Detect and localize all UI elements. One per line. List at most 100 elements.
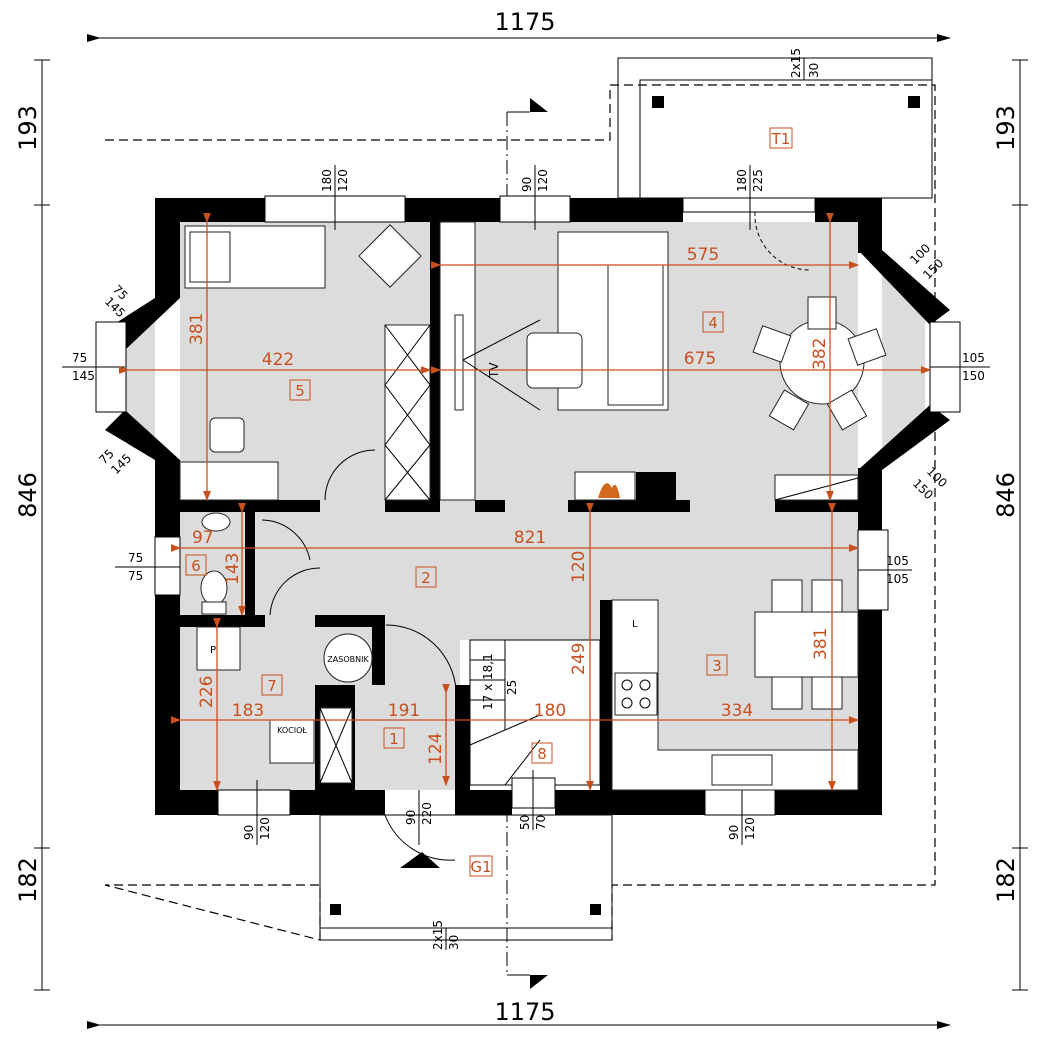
room-label-8: 8 — [537, 745, 547, 763]
room1-depth: 124 — [426, 733, 446, 765]
entrance-g1: 2x15 30 G1 — [319, 814, 613, 950]
chair — [771, 676, 803, 710]
entrance-door-width: 90 — [404, 810, 418, 825]
overall-dimensions: 1175 1175 193 846 182 193 846 182 — [14, 8, 1028, 1029]
opening-9-height: 70 — [534, 815, 548, 830]
opening-5-height: 150 — [962, 369, 985, 383]
terrace-t1: 2x15 30 T1 — [617, 48, 933, 199]
door-swing-room1 — [385, 624, 457, 691]
right-dim-bottom: 182 — [992, 857, 1020, 903]
entrance-door-height: 220 — [420, 802, 434, 825]
room-label-5: 5 — [295, 382, 305, 400]
room-dimensions: 422 381 575 675 382 821 97 143 120 249 2… — [118, 212, 932, 792]
kitchen-width: 334 — [721, 701, 753, 721]
chair — [811, 676, 843, 710]
boiler — [269, 719, 315, 764]
fire-icon — [598, 483, 620, 498]
dining-chair — [826, 389, 868, 431]
stairs-label: 17 x 18,1 — [481, 653, 495, 710]
kitchen-depth: 381 — [811, 628, 831, 660]
opening-8-height: 120 — [258, 817, 272, 840]
door-swing-room5 — [324, 449, 376, 501]
desk — [179, 461, 279, 501]
section-marker-top — [530, 98, 548, 112]
wardrobe — [384, 324, 431, 501]
room-label-1: 1 — [389, 730, 399, 748]
opening-11-height: 120 — [743, 817, 757, 840]
opening-7-height: 105 — [886, 572, 909, 586]
door-swing-wc — [261, 519, 311, 561]
left-dim-top: 193 — [14, 105, 42, 151]
tank-label: ZASOBNIK — [327, 655, 369, 664]
room-label-6: 6 — [191, 557, 201, 575]
room-label-3: 3 — [712, 657, 722, 675]
room7-depth: 226 — [197, 676, 217, 708]
stairs-tread-label: 25 — [505, 680, 519, 695]
section-marker-bottom — [530, 975, 548, 989]
left-dim-middle: 846 — [14, 472, 42, 518]
door-swing-room7 — [269, 567, 321, 616]
stairs — [460, 640, 600, 790]
opening-12-height: 75 — [128, 569, 143, 583]
dining-chair — [752, 325, 792, 363]
room5-depth: 381 — [187, 313, 207, 345]
kitchen-height: 249 — [569, 643, 589, 675]
furniture: TV P ZASOBNIK KOCIOŁ L — [179, 221, 887, 791]
opening-1-width: 180 — [320, 169, 334, 192]
right-dim-middle: 846 — [992, 472, 1020, 518]
opening-2-height: 120 — [536, 169, 550, 192]
bottom-width-label: 1175 — [494, 998, 555, 1026]
opening-2-width: 90 — [520, 177, 534, 192]
room5-width: 422 — [262, 350, 294, 370]
opening-13-height: 145 — [72, 369, 95, 383]
p-unit — [196, 626, 241, 671]
top-width-label: 1175 — [494, 8, 555, 36]
room4-depth: 382 — [810, 338, 830, 370]
room-label-g1: G1 — [470, 858, 491, 876]
kitchen-table — [754, 611, 859, 678]
dining-chair — [847, 328, 887, 366]
opening-9-width: 50 — [518, 815, 532, 830]
tank — [323, 633, 373, 683]
room-label-7: 7 — [267, 677, 277, 695]
stairs-width: 180 — [534, 701, 566, 721]
entrance-arrow-icon — [400, 852, 440, 868]
p-label: P — [210, 645, 216, 656]
hall-depth: 120 — [569, 551, 589, 583]
terrace-steps-depth: 30 — [807, 63, 821, 78]
dining-chair — [807, 296, 837, 330]
fridge-label: L — [632, 619, 638, 630]
hall-width: 821 — [514, 528, 546, 548]
washbasin — [201, 512, 231, 532]
chair — [811, 579, 843, 613]
room-labels: 1 2 3 4 5 6 7 8 — [185, 311, 728, 764]
chair — [771, 579, 803, 613]
dining-chair — [768, 389, 810, 431]
opening-labels: 180 120 90 120 180 225 100 150 105 150 1… — [62, 165, 990, 845]
opening-5-width: 105 — [962, 351, 985, 365]
opening-1-height: 120 — [336, 169, 350, 192]
tv — [454, 314, 464, 411]
cooktop — [614, 672, 658, 716]
sink — [711, 754, 773, 786]
armchair — [358, 224, 422, 288]
room1-width: 191 — [388, 701, 420, 721]
room-label-2: 2 — [421, 569, 431, 587]
entrance-steps-depth: 30 — [447, 935, 461, 950]
opening-8-width: 90 — [242, 825, 256, 840]
opening-3-width: 180 — [735, 169, 749, 192]
room4-width: 675 — [684, 349, 716, 369]
left-dim-bottom: 182 — [14, 857, 42, 903]
wc-width: 97 — [192, 528, 214, 548]
coffee-table — [526, 332, 583, 389]
room7-width: 183 — [232, 701, 264, 721]
opening-13-width: 75 — [72, 351, 87, 365]
opening-12-width: 75 — [128, 551, 143, 565]
entrance-door-swing — [384, 814, 456, 861]
right-dim-top: 193 — [992, 105, 1020, 151]
wc-depth: 143 — [223, 553, 243, 585]
opening-3-height: 225 — [751, 169, 765, 192]
room-label-t1: T1 — [771, 130, 791, 148]
desk-chair — [209, 417, 245, 453]
